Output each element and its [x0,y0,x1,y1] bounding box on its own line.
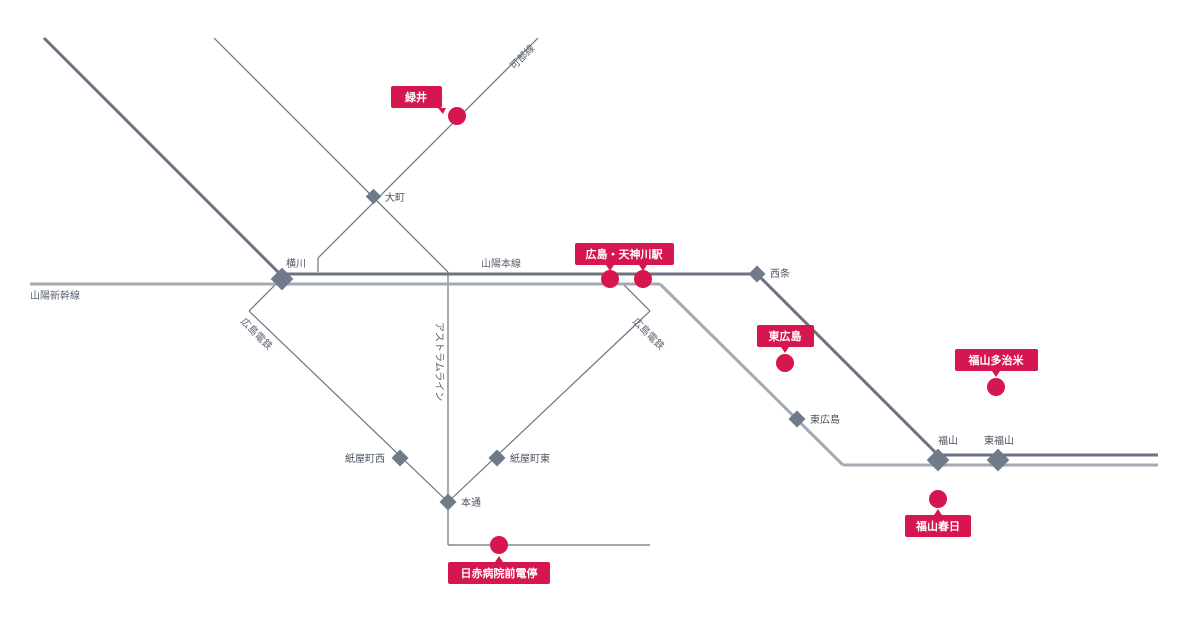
label-kabe: 可部線 [507,42,537,72]
callout-fukuyama-kasuga-text: 福山春日 [915,519,960,533]
callout-nisseki-byoin[interactable]: 日赤病院前電停 [448,556,550,584]
station-saijo-label: 西条 [770,267,790,280]
callout-midorii-text: 緑井 [405,90,427,104]
tenjingawa-dot[interactable] [634,270,652,288]
callout-midorii[interactable]: 緑井 [391,86,446,114]
station-fukuyama-label: 福山 [938,434,958,447]
station-yokogawa-label: 横川 [286,257,306,270]
midorii-dot[interactable] [448,107,466,125]
sanyo-main-line [42,36,1158,457]
station-markers [270,188,1010,511]
fukuyama-taji-dot[interactable] [987,378,1005,396]
callout-hiroshima-tenjingawa-text: 広島・天神川駅 [586,247,663,261]
station-omachi-marker [365,188,382,205]
nisseki-byoin-dot[interactable] [490,536,508,554]
station-higashi-hiroshima-marker [788,410,806,428]
thin-lines [213,37,651,546]
fukuyama-kasuga-dot[interactable] [929,490,947,508]
station-higashi-hiroshima-label: 東広島 [810,413,840,426]
callout-nisseki-byoin-text: 日赤病院前電停 [461,566,538,580]
highlight-dots [448,107,1005,554]
callout-hiroshima-tenjingawa[interactable]: 広島・天神川駅 [575,243,674,271]
label-hiroden-left: 広島電鉄 [238,315,275,352]
kabe-line-diagonal [213,37,449,273]
station-fukuyama-marker [926,448,950,472]
hiroden-right-line-2 [621,282,651,312]
station-yokogawa-marker [270,267,294,291]
label-sanyo-shinkansen: 山陽新幹線 [30,289,80,302]
station-kamiyacho-nishi-label: 紙屋町西 [345,452,385,465]
station-higashi-fukuyama-marker [986,448,1010,472]
station-kamiyacho-nishi-marker [391,449,409,467]
station-hondori-label: 本通 [461,496,481,509]
callout-fukuyama-kasuga[interactable]: 福山春日 [905,509,971,537]
label-astram: アストラムライン [433,322,445,401]
callout-higashi-hiroshima-text: 東広島 [769,329,802,343]
kabe-line-upper [317,37,539,259]
callout-higashi-hiroshima[interactable]: 東広島 [757,325,814,353]
station-omachi-label: 大町 [385,191,405,204]
station-kamiyacho-higashi-label: 紙屋町東 [510,452,550,465]
station-kamiyacho-higashi-marker [488,449,506,467]
callout-fukuyama-taji-text: 福山多治米 [968,353,1025,367]
station-higashi-fukuyama-label: 東福山 [984,434,1014,447]
callout-fukuyama-taji[interactable]: 福山多治米 [955,349,1038,377]
hiroden-left-line-2 [248,310,449,503]
higashi-hiroshima-dot[interactable] [776,354,794,372]
station-saijo-marker [748,265,766,283]
label-hiroden-right: 広島電鉄 [630,315,667,352]
hiroshima-dot[interactable] [601,270,619,288]
hiroden-right-line [447,310,651,503]
station-hondori-marker [439,493,457,511]
label-sanyo-main: 山陽本線 [481,257,521,270]
